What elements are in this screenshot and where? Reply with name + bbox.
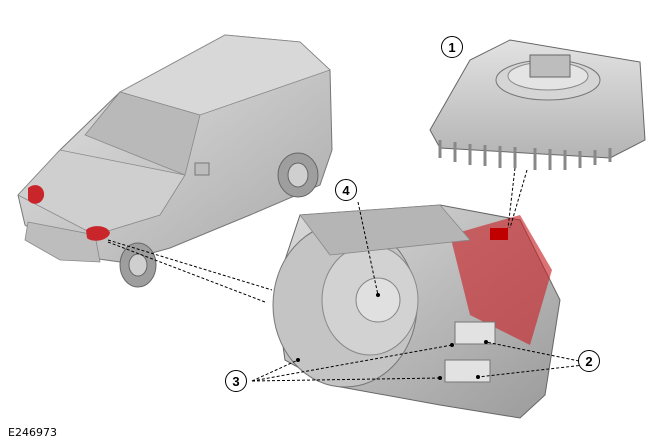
callout-1: 1	[441, 36, 463, 58]
vehicle-illustration	[17, 34, 333, 288]
callout-2: 2	[578, 350, 600, 372]
figure-id-label: E246973	[8, 426, 57, 439]
headlamp-assembly-illustration	[272, 204, 561, 419]
control-module-highlight	[450, 215, 552, 345]
leader-lines	[107, 167, 585, 382]
callout-4: 4	[335, 179, 357, 201]
control-module-illustration	[429, 39, 646, 170]
headlamp-highlight-left	[28, 185, 45, 204]
callout-3: 3	[225, 370, 247, 392]
headlamp-highlight-right	[86, 226, 110, 241]
